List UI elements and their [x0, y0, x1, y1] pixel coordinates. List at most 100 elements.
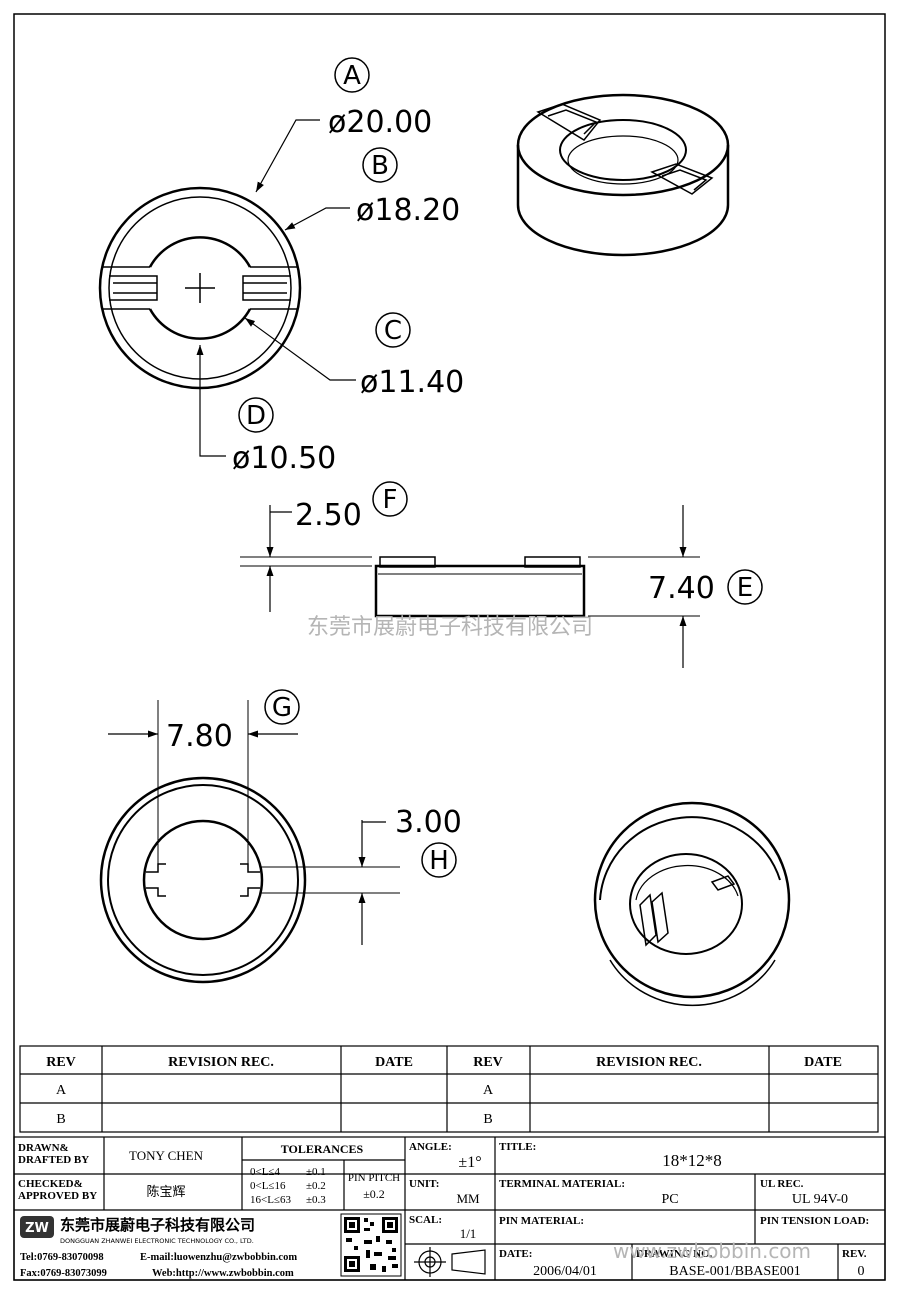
tol-range-3: 16<L≤63 [250, 1194, 291, 1206]
company-tel: Tel:0769-83070098 [20, 1252, 104, 1263]
drawn-label: DRAWN&DRAFTED BY [18, 1142, 89, 1166]
callout-circle-h [421, 842, 457, 878]
iso-view-bottom [593, 801, 791, 1007]
leader-b [284, 207, 350, 231]
tolerances-label: TOLERANCES [281, 1142, 364, 1156]
revision-table-headers: REV REVISION REC. DATE REV REVISION REC.… [46, 1055, 842, 1127]
watermark-company: 东莞市展蔚电子科技有限公司 [307, 615, 593, 640]
tol-range-2: 0<L≤16 [250, 1180, 286, 1192]
terminal-material-value: PC [661, 1192, 678, 1207]
inner-bore [148, 236, 252, 340]
center-mark [185, 273, 215, 303]
title-block-grid [13, 1136, 886, 1281]
iso-bore-inner [567, 135, 679, 185]
pin-pitch-value: ±0.2 [363, 1187, 385, 1201]
tol-value-1: ±0.1 [306, 1166, 326, 1178]
checked-label: CHECKED&APPROVED BY [18, 1178, 97, 1202]
iso2-bore [629, 853, 743, 955]
drawn-value: TONY CHEN [129, 1148, 204, 1163]
iso2-lower-arc [609, 959, 776, 1007]
revision-table [19, 1045, 879, 1133]
dim-e-value: 7.40 [648, 571, 715, 606]
date-label: DATE: [499, 1248, 532, 1260]
callout-letter-h: H [429, 846, 449, 876]
iso-slot-right [650, 163, 714, 195]
drawing-no-label: DRAWING NO. [636, 1248, 713, 1260]
svg-text:ZW: ZW [25, 1221, 49, 1236]
iso-top-rim [516, 93, 730, 197]
rev-row-b: B [56, 1112, 65, 1127]
left-slot [103, 266, 158, 310]
callout-letter-b: B [371, 151, 389, 181]
rev-value: 0 [858, 1264, 865, 1279]
callout-letter-e: E [737, 573, 753, 603]
bottom-view [99, 689, 457, 984]
checked-label-text: CHECKED& [18, 1178, 83, 1190]
dim-g-value: 7.80 [166, 719, 233, 754]
callout-circle-b [362, 147, 398, 183]
bottom-bore [142, 819, 264, 941]
revision-rec-header-2: REVISION REC. [596, 1055, 702, 1070]
rev-label: REV. [842, 1248, 867, 1260]
title-label: TITLE: [499, 1141, 536, 1153]
dim-c-value: ø11.40 [360, 365, 464, 400]
top-view [98, 57, 411, 457]
dim-b-value: ø18.20 [356, 193, 460, 228]
iso-view-top [516, 93, 730, 257]
leader-c [244, 317, 356, 381]
date-header: DATE [375, 1055, 413, 1070]
tol-range-1: 0<L≤4 [250, 1166, 280, 1178]
company-name-en: DONGGUAN ZHANWEI ELECTRONIC TECHNOLOGY C… [60, 1237, 254, 1245]
pin-material-label: PIN MATERIAL: [499, 1215, 584, 1227]
terminal-material-label: TERMINAL MATERIAL: [499, 1178, 625, 1190]
iso-outer-wall [516, 145, 730, 257]
angle-value: ±1° [458, 1154, 481, 1171]
watermark-website: www.zwbobbin.com [613, 1239, 811, 1263]
side-body [374, 564, 586, 618]
callout-circle-c [375, 312, 411, 348]
bottom-step-ring [107, 784, 299, 976]
iso-bore [559, 119, 687, 181]
rev-header: REV [46, 1055, 76, 1070]
iso2-step-arc [599, 816, 781, 901]
rev-header-2: REV [473, 1055, 503, 1070]
checked-label-text-line-2: APPROVED BY [18, 1190, 97, 1202]
company-email: E-mail:luowenzhu@zwbobbin.com [140, 1252, 297, 1263]
company-name-cn: 东莞市展蔚电子科技有限公司 [60, 1216, 255, 1234]
side-view [240, 481, 763, 668]
rev-row-a-2: A [483, 1083, 494, 1098]
iso2-outer [593, 801, 791, 999]
unit-value: MM [456, 1191, 480, 1206]
dim-h-value: 3.00 [395, 805, 462, 840]
projection-symbol-icon [414, 1247, 486, 1277]
callout-letter-f: F [383, 485, 398, 515]
callout-letter-c: C [384, 316, 402, 346]
callout-letter-d: D [246, 401, 266, 431]
pin-tension-label: PIN TENSION LOAD: [760, 1215, 869, 1227]
callout-circle-g [264, 689, 300, 725]
rev-row-a: A [56, 1083, 67, 1098]
dim-f-value: 2.50 [295, 498, 362, 533]
callout-letter-g: G [272, 693, 292, 723]
date-header-2: DATE [804, 1055, 842, 1070]
callout-circle-e [727, 569, 763, 605]
iso2-key-left [639, 891, 669, 947]
company-fax: Fax:0769-83073099 [20, 1268, 107, 1279]
angle-label: ANGLE: [409, 1141, 452, 1153]
rev-row-b-2: B [483, 1112, 492, 1127]
drawn-label-text: DRAWN& [18, 1142, 69, 1154]
bottom-outer-ring [99, 776, 307, 984]
checked-value: 陈宝辉 [146, 1184, 185, 1199]
callout-circle-a [334, 57, 370, 93]
scale-value: 1/1 [460, 1226, 477, 1241]
drawn-label-text-line-2: DRAFTED BY [18, 1154, 89, 1166]
bottom-key-right [240, 863, 260, 897]
callout-circle-d [238, 397, 274, 433]
iso2-bore-rim [635, 864, 739, 901]
dim-d-value: ø10.50 [232, 441, 336, 476]
company-web: Web:http://www.zwbobbin.com [152, 1268, 294, 1279]
leader-a [255, 119, 320, 193]
bottom-key-left [146, 863, 166, 897]
unit-label: UNIT: [409, 1178, 439, 1190]
